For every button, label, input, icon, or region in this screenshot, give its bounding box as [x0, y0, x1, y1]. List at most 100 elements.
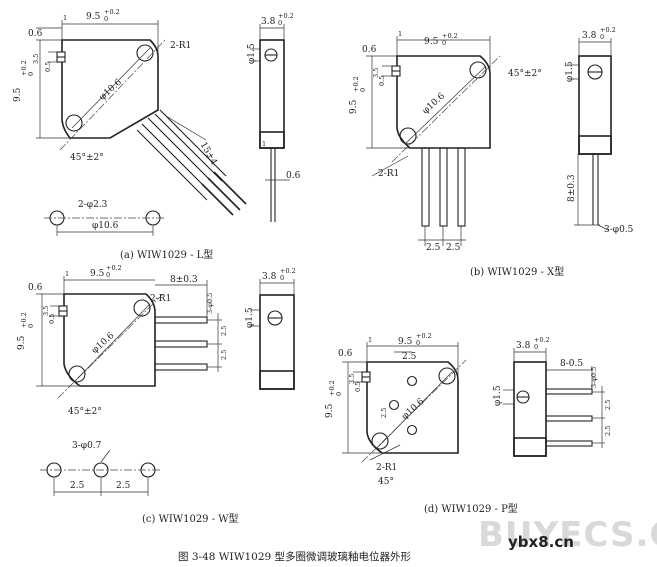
dim-d-angle: 45°	[378, 477, 394, 487]
dim-a-one: 1	[63, 14, 67, 22]
dim-d-height-tol: +0.20	[328, 380, 343, 396]
dim-d-pitch1: 2.5	[604, 400, 612, 410]
dim-c-height-tol: +0.20	[20, 312, 35, 328]
dim-a-holes: 2-φ2.3	[78, 200, 108, 210]
dim-d-width: 9.5	[398, 337, 413, 347]
dim-c-hole-p1: 2.5	[70, 481, 85, 491]
dim-a-height: 9.5	[13, 87, 23, 102]
dim-b-pitch1: 2.5	[426, 243, 441, 253]
view-b-pins	[421, 147, 466, 227]
caption-a: (a) WIW1029 - L型	[120, 248, 213, 261]
view-d-hole-1	[406, 375, 418, 387]
dim-b-top-small: 0.6	[362, 45, 377, 55]
view-a-leads	[136, 109, 247, 216]
dim-a-side-w: 3.8	[261, 17, 276, 27]
dim-d-d1: 3.5	[348, 374, 356, 384]
dim-a-d2: 0.5	[44, 62, 52, 72]
dim-d-d2: 0.5	[354, 382, 362, 392]
dim-a-shaft: φ1.5	[247, 43, 257, 64]
dim-a-angle: 45°±2°	[70, 153, 104, 163]
view-d-hole-2	[388, 399, 400, 411]
dim-c-height: 9.5	[17, 335, 27, 350]
dim-d-diameter: φ10.6	[400, 397, 426, 422]
view-c-pins	[154, 316, 208, 371]
dim-b-height: 9.5	[349, 99, 359, 114]
view-d-body	[366, 361, 459, 454]
caption-d: (d) WIW1029 - P型	[424, 502, 518, 515]
view-c-side	[250, 279, 295, 390]
dim-a-pin: 0.6	[286, 171, 301, 181]
dim-a-width: 9.5	[86, 12, 101, 22]
dim-d-pitch-top: 2.5	[402, 352, 417, 362]
dim-c-width: 9.5	[90, 269, 105, 279]
dim-b-d1: 3.5	[372, 68, 380, 78]
dim-b-side-w: 3.8	[582, 31, 597, 41]
dim-b-pins: 3-φ0.5	[604, 225, 634, 235]
caption-c: (c) WIW1029 - W型	[142, 512, 239, 525]
dim-a-d1: 3.5	[32, 54, 40, 64]
dim-b-angle: 45°±2°	[508, 69, 542, 79]
view-a-body	[61, 39, 159, 139]
dim-b-d2: 0.5	[378, 76, 386, 86]
dim-d-pins: 3-φ0.5	[590, 367, 598, 388]
dim-c-one: 1	[65, 270, 69, 278]
dim-d-pitch-side: 2.5	[380, 408, 388, 418]
dim-b-height-tol: +0.20	[352, 76, 367, 92]
caption-b: (b) WIW1029 - X型	[470, 265, 564, 278]
dim-c-d2: 0.5	[48, 314, 56, 324]
view-b-body	[396, 55, 491, 149]
dim-d-pitch2: 2.5	[604, 426, 612, 436]
dim-a-top-small: 0.6	[28, 29, 43, 39]
dim-c-pins: 3-φ0.5	[206, 293, 214, 314]
view-d-hole-3	[406, 424, 418, 436]
dim-a-radius: 2-R1	[170, 41, 191, 51]
dim-a-height-tol: +0.20	[20, 60, 35, 76]
view-d-side	[503, 348, 605, 457]
dim-c-shaft: φ1.5	[245, 307, 255, 328]
dim-a-lead-len: 15±4	[198, 141, 219, 168]
dim-d-lead-len: 8-0.5	[560, 359, 583, 369]
dim-b-one: 1	[398, 30, 402, 38]
watermark-main: BUYECS.COM	[478, 515, 657, 555]
dim-c-top-small: 0.6	[28, 283, 43, 293]
view-a-corner-arc-bottom	[65, 114, 83, 132]
dim-a-diameter: φ10.6	[98, 77, 124, 102]
dim-c-side-w: 3.8	[262, 272, 277, 282]
dim-c-d1: 3.5	[42, 306, 50, 316]
dim-d-top-small: 0.6	[338, 349, 353, 359]
dim-c-lead-len: 8±0.3	[170, 275, 198, 285]
dim-d-one: 1	[368, 336, 372, 344]
dim-d-height: 9.5	[325, 403, 335, 418]
dim-c-holes: 3-φ0.7	[72, 441, 102, 451]
view-c-body	[63, 293, 156, 387]
dim-b-shaft: φ1.5	[565, 61, 575, 82]
dim-d-radius: 2-R1	[376, 463, 397, 473]
dim-c-pitch1: 2.5	[220, 326, 228, 336]
dim-d-side-w: 3.8	[516, 341, 531, 351]
dim-b-width: 9.5	[424, 37, 439, 47]
dim-c-radius: 2-R1	[150, 294, 171, 304]
view-b-side	[568, 38, 612, 231]
dim-b-lead-len: 8±0.3	[567, 174, 577, 202]
dim-c-angle: 45°±2°	[68, 407, 102, 417]
figure-caption: 图 3-48 WIW1029 型多圈微调玻璃釉电位器外形	[178, 550, 412, 563]
dim-b-radius: 2-R1	[378, 169, 399, 179]
view-a-side	[250, 24, 290, 222]
dim-c-pitch2: 2.5	[220, 350, 228, 360]
dim-d-shaft: φ1.5	[493, 385, 503, 406]
dim-a-hole-span: φ10.6	[92, 221, 119, 231]
dim-c-hole-p2: 2.5	[116, 481, 131, 491]
